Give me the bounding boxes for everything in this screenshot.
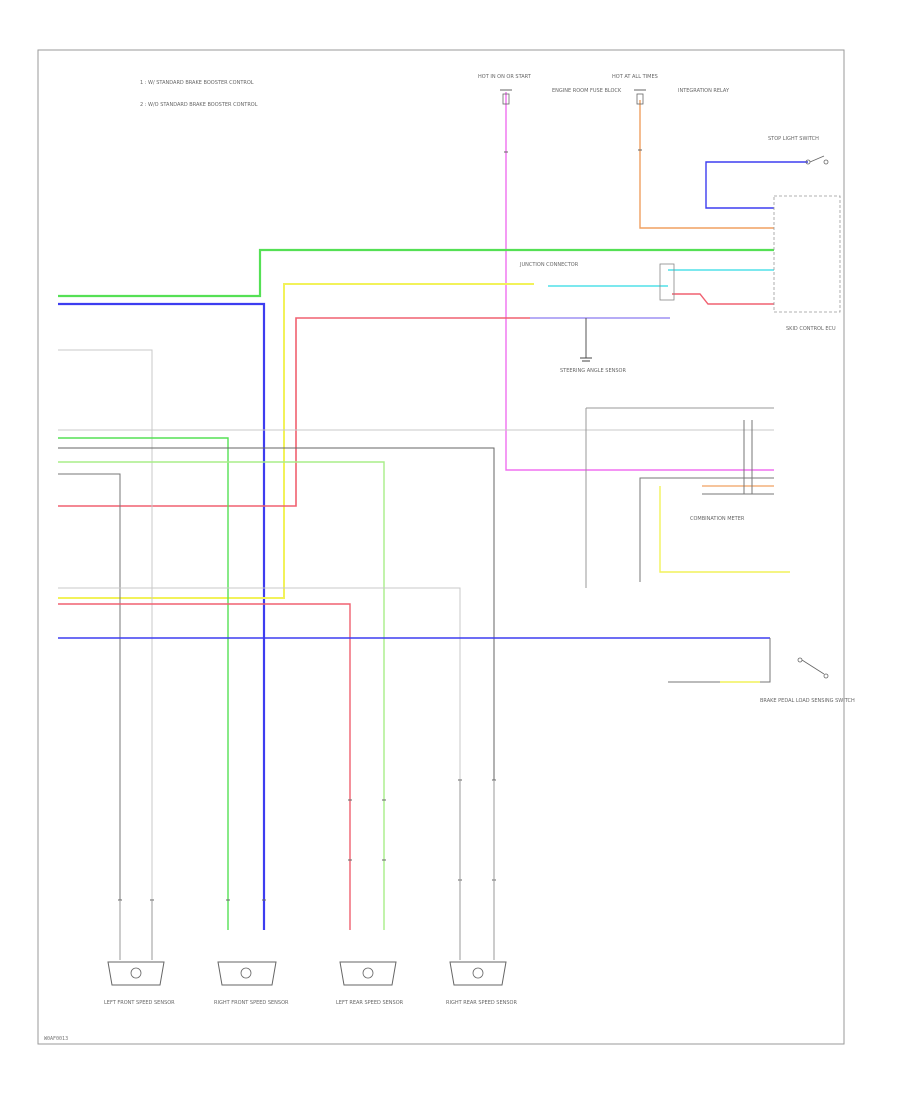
fuse1-desc: ENGINE ROOM FUSE BLOCK (552, 88, 622, 94)
rf-sensor-label: RIGHT FRONT SPEED SENSOR (214, 1000, 289, 1006)
stop-light-label: STOP LIGHT SWITCH (768, 136, 819, 142)
steering-label: STEERING ANGLE SENSOR (560, 368, 626, 374)
fuse1-label: HOT IN ON OR START (478, 74, 532, 80)
lf-speed-sensor (107, 961, 165, 986)
wire-yellow-meter (659, 486, 790, 573)
wire-pedal (668, 638, 771, 683)
footer-code: W0AF0013 (44, 1036, 68, 1042)
wire-black-2 (58, 473, 121, 900)
stop-light-switch (805, 155, 829, 165)
brake-pedal-switch (797, 657, 829, 679)
lr-sensor-label: LEFT REAR SPEED SENSOR (336, 1000, 404, 1006)
fuse2-symbol (634, 89, 646, 105)
skid-ecu-label: SKID CONTROL ECU (786, 326, 836, 332)
wire-blue-main (58, 302, 266, 930)
wire-gray-1 (58, 349, 153, 900)
wire-blue-top (705, 161, 808, 209)
lf-sensor-label: LEFT FRONT SPEED SENSOR (104, 1000, 175, 1006)
wire-yellow-upper (58, 283, 534, 599)
wire-green-main (58, 248, 774, 298)
rr-speed-sensor (449, 961, 507, 986)
diagram-frame (37, 49, 845, 1045)
wire-pink (505, 92, 774, 471)
brake-pedal-label: BRAKE PEDAL LOAD SENSING SWITCH (760, 698, 855, 704)
fuse2-desc: INTEGRATION RELAY (678, 88, 730, 94)
skid-ecu-box (773, 195, 841, 313)
legend-line-1: 1 : W/ STANDARD BRAKE BOOSTER CONTROL (140, 80, 254, 86)
rf-speed-sensor (217, 961, 277, 986)
fuse1-symbol (500, 89, 512, 105)
wire-gray-3 (58, 587, 461, 780)
combo-meter-label: COMBINATION METER (690, 516, 745, 522)
fuse2-label: HOT AT ALL TIMES (612, 74, 658, 80)
junction-label: JUNCTION CONNECTOR (519, 262, 579, 268)
wire-black-1 (58, 447, 495, 780)
wire-black-meter (639, 477, 774, 582)
steering-ground (580, 357, 592, 362)
wire-orange (639, 100, 774, 229)
wire-green-2 (58, 437, 229, 930)
rr-sensor-label: RIGHT REAR SPEED SENSOR (446, 1000, 517, 1006)
lr-speed-sensor (339, 961, 397, 986)
wire-red-lower (58, 603, 351, 930)
wire-green-3 (58, 461, 385, 930)
junction-connector (659, 263, 675, 301)
wire-red-upper (58, 317, 530, 507)
wire-red-joint (672, 293, 774, 305)
legend-line-2: 2 : W/O STANDARD BRAKE BOOSTER CONTROL (140, 102, 258, 108)
